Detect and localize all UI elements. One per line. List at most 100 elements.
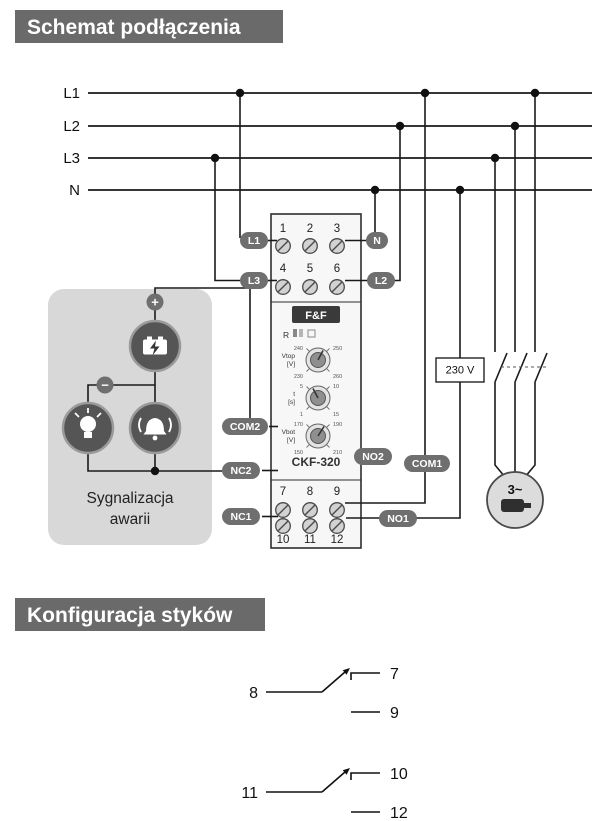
badge-NO2: NO2 (354, 448, 392, 465)
knob-vbot-unit: [V] (287, 437, 295, 444)
badge-L1: L1 (240, 232, 268, 249)
badge-NO1: NO1 (379, 510, 417, 527)
badge-NO2-label: NO2 (362, 451, 384, 463)
badge-L3: L3 (240, 272, 268, 289)
knob-tick: 15 (333, 412, 339, 418)
motor-shaft-icon (524, 503, 531, 508)
knob-vtop-label: Vtop (282, 353, 296, 360)
wire-switch-to-motor-1 (494, 382, 506, 478)
screw-terminal (329, 502, 345, 518)
wire-bulb-to-NC2 (87, 453, 222, 472)
switch-pole-3 (534, 352, 548, 383)
terminal-screws (275, 238, 345, 534)
contact-arm (321, 771, 346, 793)
badge-NC2-label: NC2 (230, 465, 251, 477)
bulb-icon (74, 408, 102, 438)
wire-minus-to-bulb (87, 384, 155, 403)
badge-NC1-label: NC1 (230, 511, 251, 523)
screw-terminal (302, 238, 318, 254)
contact-arm-arrow (342, 768, 350, 775)
knob-tick: 190 (333, 422, 342, 428)
brand-logo-bg (292, 306, 340, 323)
knob-vtop-unit: [V] (287, 361, 295, 368)
contact-bottom-12: 12 (390, 805, 408, 821)
indicator-label: R (283, 330, 289, 340)
plus-label: + (151, 295, 159, 310)
terminal-number: 8 (307, 486, 313, 498)
contact-common-8: 8 (249, 685, 258, 702)
minus-label: − (101, 378, 109, 393)
screw-terminal (329, 238, 345, 254)
contact-bottom-9: 9 (390, 705, 399, 722)
junction-dots (150, 88, 540, 476)
terminal-number: 6 (334, 263, 340, 275)
junction-dot (395, 121, 405, 131)
knob-vbot: Vbot [V] 150 170 190 210 (282, 422, 343, 456)
contact-top-7: 7 (390, 666, 399, 683)
badge-L3-label: L3 (248, 275, 260, 287)
label-L2: L2 (63, 118, 80, 135)
screw-terminal (275, 518, 291, 534)
junction-dot (150, 466, 160, 476)
terminal-number: 11 (304, 534, 316, 546)
header-wiring-bg (15, 10, 283, 43)
wire-L1-to-COM1 (345, 93, 426, 504)
terminal-number: 4 (280, 263, 287, 275)
contact-arm-arrow (342, 668, 350, 675)
motor-label: 3~ (508, 482, 523, 497)
terminal-badges: L1 N L3 L2 COM2 NO2 COM1 NC2 (222, 232, 450, 527)
screw-terminal (329, 279, 345, 295)
contact-common-11: 11 (241, 785, 258, 802)
knob-tick: 250 (333, 346, 342, 352)
junction-dot (455, 185, 465, 195)
voltage-box: 230 V (435, 357, 485, 383)
junction-dot (510, 121, 520, 131)
screw-terminal (275, 238, 291, 254)
badge-L2: L2 (367, 272, 395, 289)
knob-time: t [s] 1 5 10 15 (288, 384, 339, 418)
device-outline (270, 213, 362, 549)
contact-top-line (350, 672, 380, 680)
power-lines: L1 L2 L3 N (63, 85, 592, 199)
knob-time-label: t (293, 391, 295, 398)
header-wiring: Schemat podłączenia (15, 10, 283, 43)
terminal-number: 5 (307, 263, 313, 275)
panel-caption-line2: awarii (110, 511, 150, 528)
plus-badge (146, 293, 164, 311)
badge-NC2: NC2 (222, 462, 260, 479)
knob-vtop: Vtop [V] 230 240 250 260 (282, 346, 343, 380)
label-N: N (69, 182, 80, 199)
terminal-number: 9 (334, 486, 340, 498)
voltage-box-frame (435, 357, 485, 383)
contact-group-1: 8 7 9 (249, 666, 399, 722)
knob-tick: 240 (294, 346, 303, 352)
badge-COM2: COM2 (222, 418, 268, 435)
wire-switch-to-motor-3 (524, 382, 536, 478)
junction-dot (420, 88, 430, 98)
knob-tick: 230 (294, 374, 303, 380)
screw-terminal (275, 502, 291, 518)
badge-NC1: NC1 (222, 508, 260, 525)
junction-dot (530, 88, 540, 98)
screw-terminal (275, 279, 291, 295)
badge-N-label: N (373, 235, 381, 247)
indicator-bars (293, 329, 297, 337)
screw-terminal (302, 518, 318, 534)
knob-time-unit: [s] (288, 399, 295, 406)
contact-group-2: 11 10 12 (241, 766, 408, 821)
knob-tick: 210 (333, 450, 342, 456)
terminal-number: 3 (334, 223, 340, 235)
badge-NO1-label: NO1 (387, 513, 409, 525)
voltage-label: 230 V (446, 365, 475, 377)
wire-L3-to-terminal4 (214, 158, 240, 282)
wire-L2-to-terminal6 (345, 126, 401, 282)
contact-top-10: 10 (390, 766, 408, 783)
label-L3: L3 (63, 150, 80, 167)
screw-terminal (329, 518, 345, 534)
relay-device: F&F R Vtop [V] 230 240 250 260 (270, 213, 362, 549)
header-contacts: Konfiguracja styków (15, 598, 265, 631)
label-L1: L1 (63, 85, 80, 102)
header-contacts-bg (15, 598, 265, 631)
terminal-numbers: 1 2 3 4 5 6 7 8 9 10 11 12 (277, 223, 344, 546)
device-model: CKF-320 (292, 455, 341, 469)
